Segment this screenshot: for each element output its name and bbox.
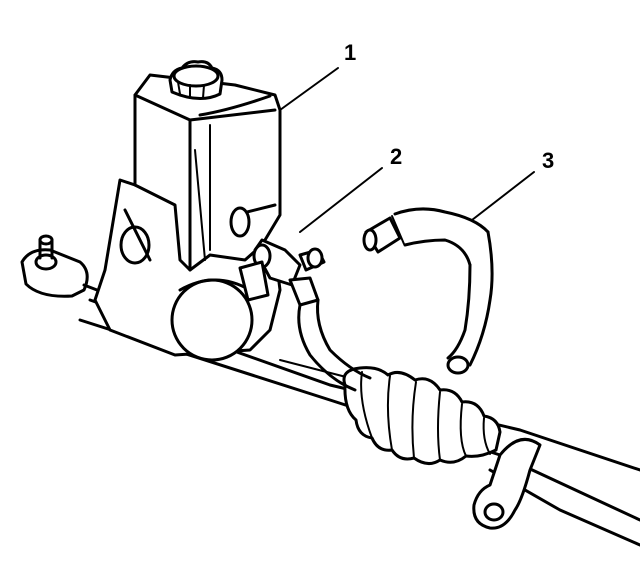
mounting-bracket bbox=[472, 437, 542, 530]
rack-boot bbox=[342, 366, 502, 465]
tie-rod-end bbox=[20, 234, 112, 298]
fluid-reservoir bbox=[133, 73, 282, 272]
callout-label-1: 1 bbox=[344, 40, 356, 65]
callout-leaders bbox=[279, 67, 535, 233]
line-fitting bbox=[288, 247, 372, 392]
pressure-port bbox=[238, 238, 326, 302]
callout-label-2: 2 bbox=[390, 144, 402, 169]
reservoir-cap bbox=[168, 60, 224, 100]
callout-label-3: 3 bbox=[542, 148, 554, 173]
return-hose bbox=[362, 207, 494, 375]
